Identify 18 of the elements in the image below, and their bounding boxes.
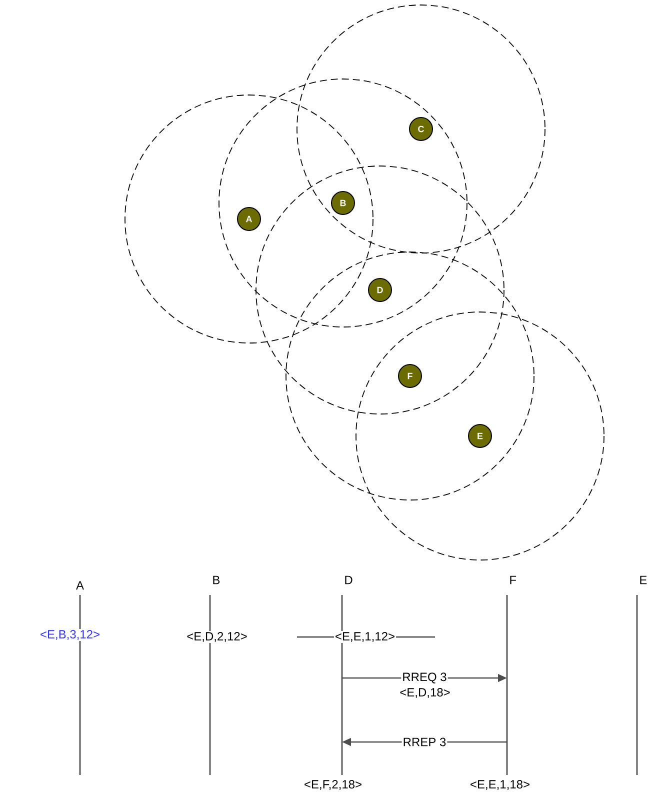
route-label: <E,B,3,12> (38, 629, 102, 641)
edge-label: RREP 3 (404, 738, 446, 746)
lifeline-label: F (510, 576, 516, 584)
lifeline (79, 594, 81, 776)
route-label: <E,D,2,12> (186, 631, 248, 643)
lifeline (209, 594, 211, 776)
lifeline (341, 594, 343, 776)
route-label: <E,F,2,18> (302, 779, 364, 791)
lifeline-label: B (213, 576, 220, 584)
lifeline (636, 594, 638, 776)
lifeline-label: E (640, 576, 647, 584)
route-label: <E,E,1,18> (468, 779, 532, 791)
lifeline-label: D (345, 576, 352, 584)
route-label: <E,E,1,12> (334, 631, 396, 643)
route-label: <E,D,18> (398, 687, 452, 699)
edge-label: RREQ 3 (403, 672, 446, 684)
lifeline (506, 594, 508, 776)
lifeline-label: A (76, 581, 84, 590)
